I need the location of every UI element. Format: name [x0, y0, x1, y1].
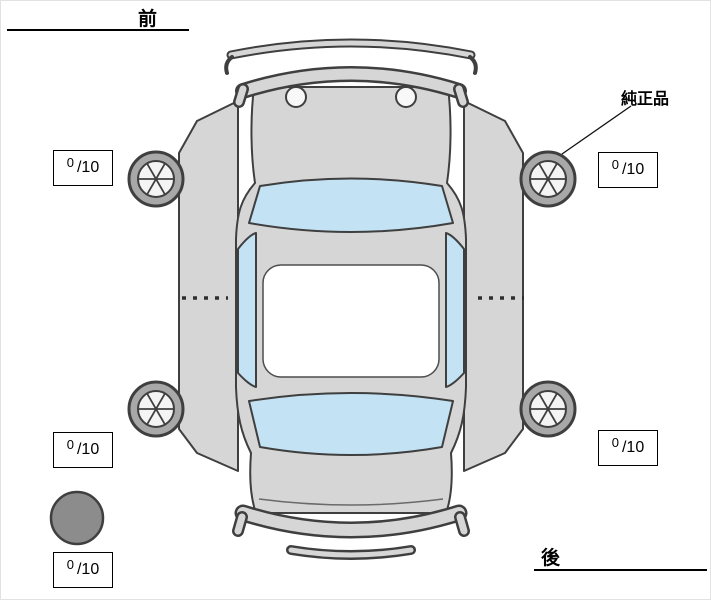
front-spoiler	[224, 38, 478, 75]
hood-circle-right	[395, 86, 417, 108]
front-bumper	[233, 66, 469, 108]
wheel-rear-right-icon	[519, 380, 577, 438]
wheel-front-left-icon	[127, 150, 185, 208]
genuine-part-leader-line	[561, 105, 632, 155]
tread-value: 0	[66, 154, 74, 170]
tread-box-rear-right: 0 /10	[598, 430, 658, 466]
genuine-part-label: 純正品	[621, 91, 670, 108]
rear-underline	[534, 569, 707, 571]
rear-lower-strip	[286, 545, 416, 560]
right-side-window-glass	[445, 232, 465, 388]
tread-value: 0	[611, 156, 619, 172]
tread-scale: /10	[76, 561, 100, 578]
tread-box-rear-left: 0 /10	[53, 432, 113, 468]
tread-box-front-right: 0 /10	[598, 152, 658, 188]
wheel-rear-left-icon	[127, 380, 185, 438]
front-underline	[7, 29, 189, 31]
windshield-glass	[248, 177, 454, 233]
tread-box-front-left: 0 /10	[53, 150, 113, 186]
front-label: 前	[138, 9, 158, 30]
tread-scale: /10	[621, 439, 645, 456]
left-side-window-glass	[237, 232, 257, 388]
spare-tire-icon	[49, 490, 105, 546]
tread-scale: /10	[76, 159, 100, 176]
hood-circle-left	[285, 86, 307, 108]
trunk-seam-line	[258, 498, 444, 506]
rear-label: 後	[541, 548, 561, 569]
rear-window-glass	[248, 392, 454, 456]
cabin-roof-panel	[262, 264, 440, 378]
wheel-front-right-icon	[519, 150, 577, 208]
tread-scale: /10	[621, 161, 645, 178]
tread-scale: /10	[76, 441, 100, 458]
tread-value: 0	[66, 436, 74, 452]
tread-value: 0	[611, 434, 619, 450]
rear-bumper	[232, 504, 470, 539]
left-side-panel	[178, 100, 239, 472]
tread-value: 0	[66, 556, 74, 572]
tread-box-spare: 0 /10	[53, 552, 113, 588]
right-side-panel	[463, 100, 524, 472]
